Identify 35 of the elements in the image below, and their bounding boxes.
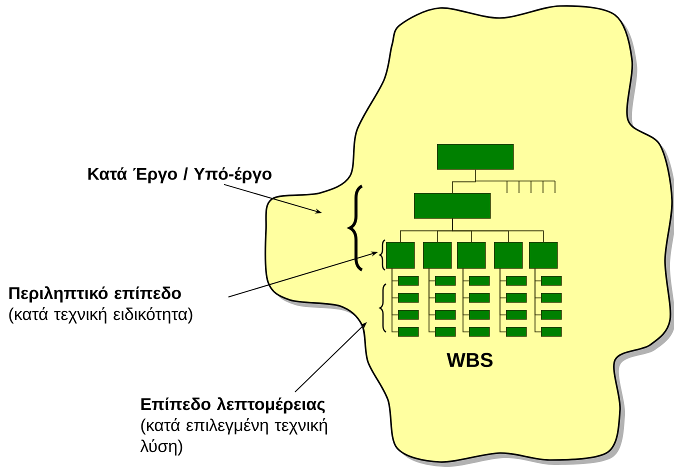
wbs-box <box>541 276 562 286</box>
wbs-box <box>398 310 419 320</box>
connector-line <box>392 268 398 332</box>
wbs-box <box>435 276 456 286</box>
connector-line <box>452 169 476 194</box>
label-text: Περιληπτικό επίπεδο (κατά τεχνική ειδικότητα) <box>9 286 192 324</box>
wbs-box <box>541 327 562 337</box>
connector-line <box>534 268 542 332</box>
wbs-box <box>541 293 562 303</box>
wbs-box <box>435 293 456 303</box>
wbs-box <box>506 276 527 286</box>
wbs-box <box>398 327 419 337</box>
wbs-box <box>435 327 456 337</box>
wbs-box <box>506 310 527 320</box>
wbs-box <box>541 310 562 320</box>
wbs-box <box>469 327 490 337</box>
wbs-box <box>529 242 558 269</box>
wbs-box <box>437 144 514 170</box>
wbs-box <box>506 327 527 337</box>
wbs-box <box>457 242 486 269</box>
wbs-box <box>398 293 419 303</box>
wbs-box <box>469 310 490 320</box>
wbs-box <box>414 193 491 219</box>
wbs-box <box>398 276 419 286</box>
wbs-box <box>435 310 456 320</box>
wbs-box <box>386 242 415 269</box>
connector-line <box>428 268 436 332</box>
wbs-box <box>423 242 452 269</box>
wbs-box <box>506 293 527 303</box>
wbs-box <box>494 242 523 269</box>
wbs-box <box>469 293 490 303</box>
connector-line <box>500 268 506 332</box>
wbs-box <box>469 276 490 286</box>
connector-line <box>452 218 544 242</box>
connector-line <box>462 268 470 332</box>
